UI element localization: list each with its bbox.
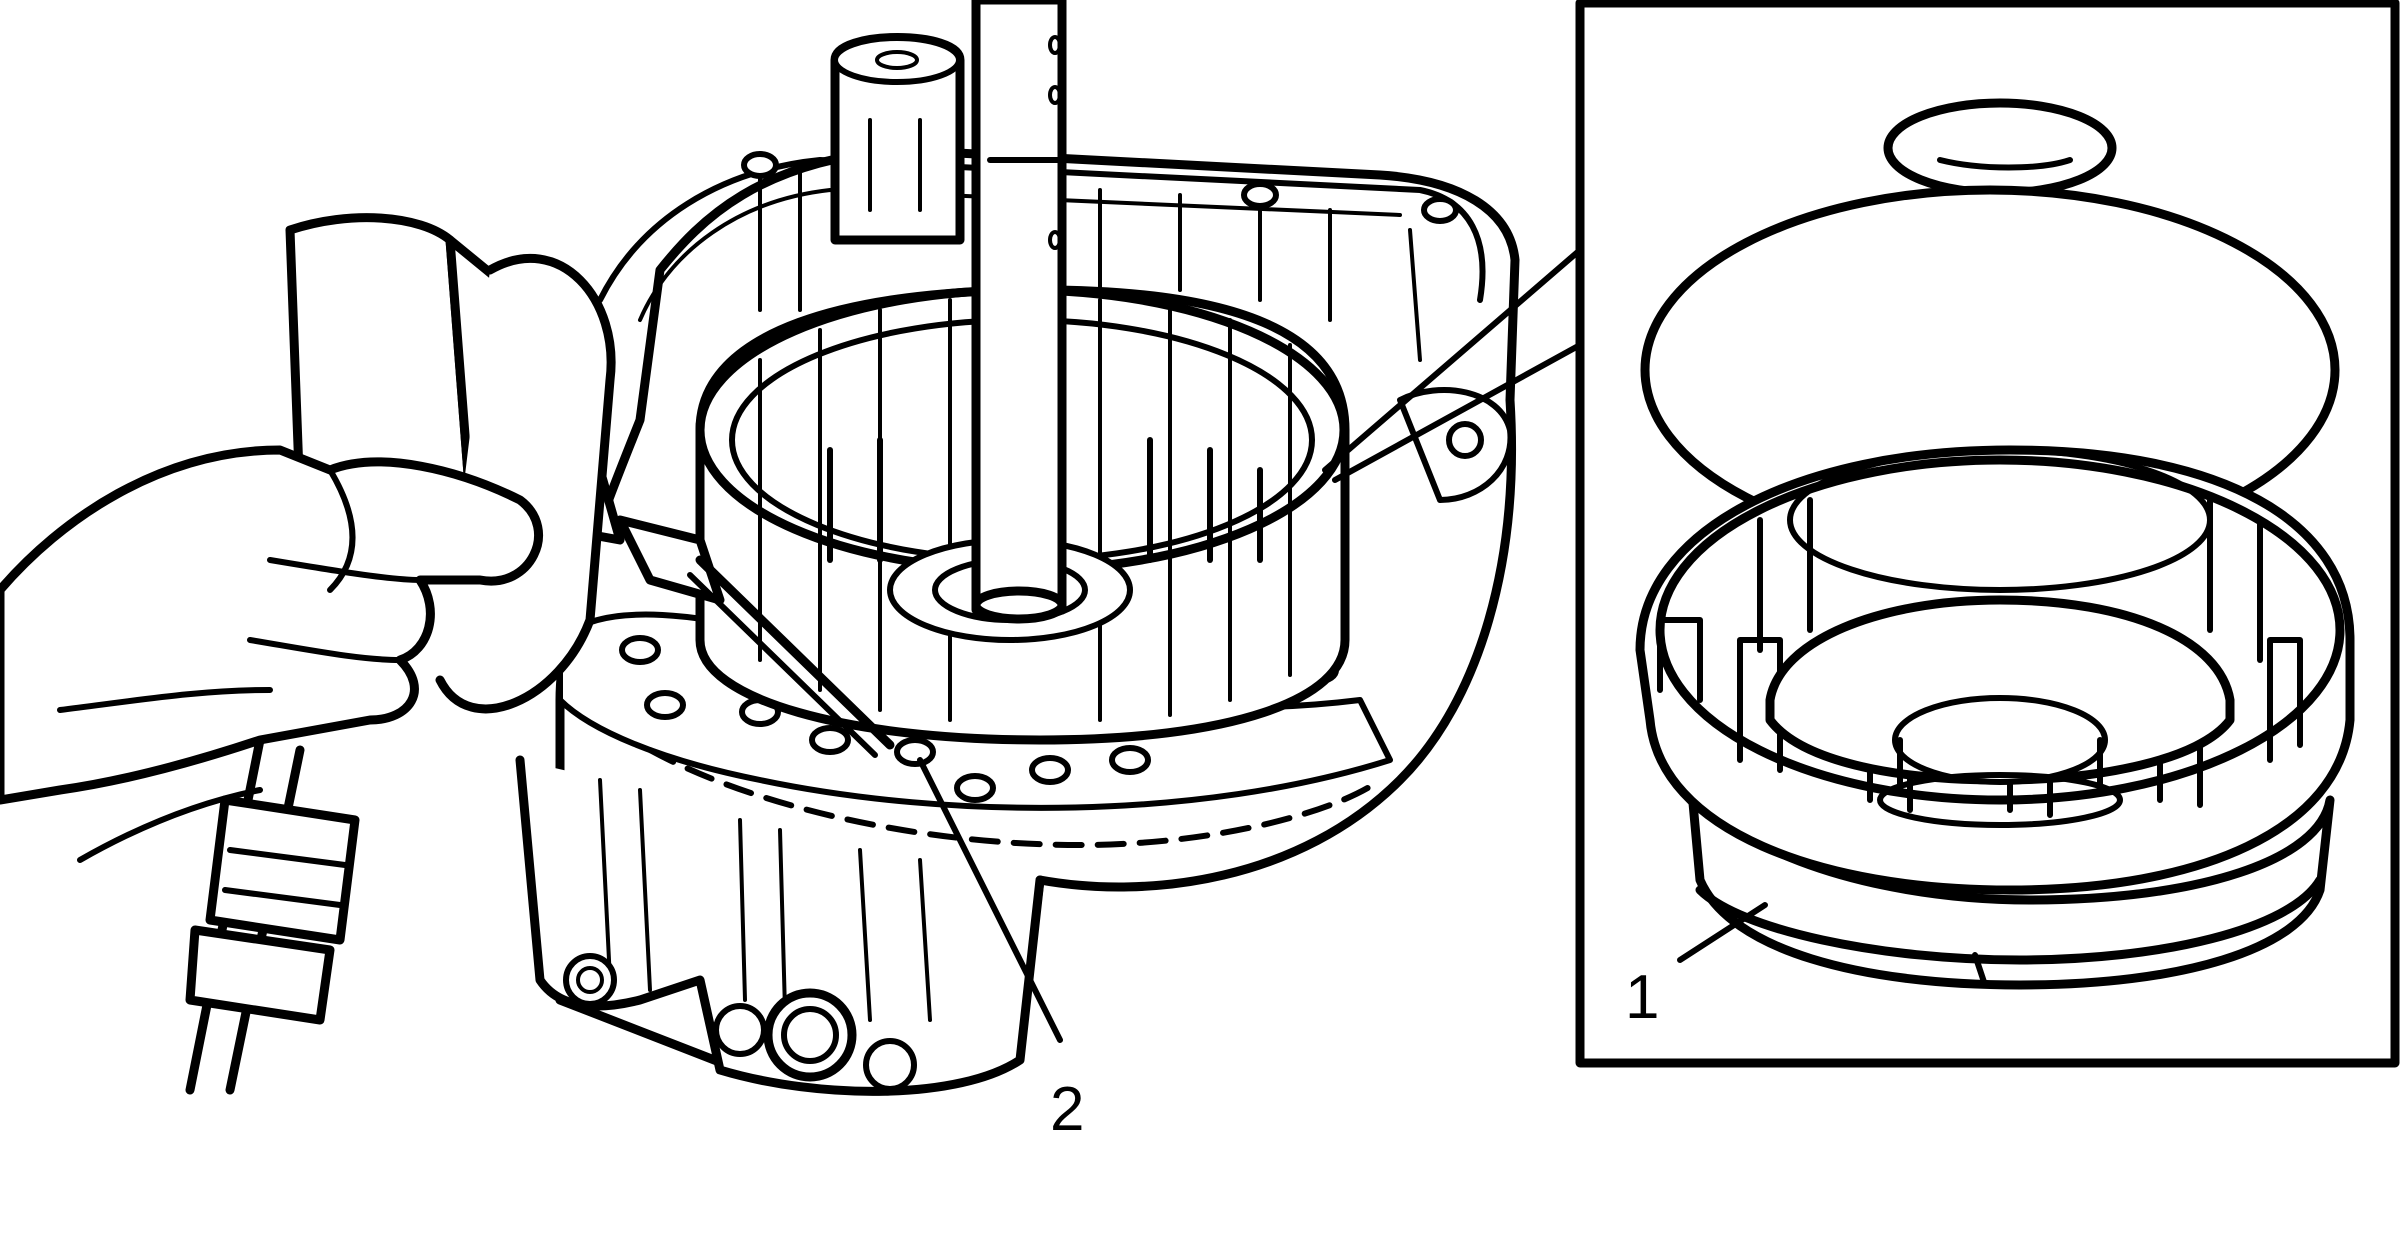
callout-1-label: 1 xyxy=(1625,963,1659,1032)
air-nozzle-tool xyxy=(185,213,895,1095)
pump-tower xyxy=(830,33,965,245)
operator-hand xyxy=(0,445,543,863)
inset-piston-housing xyxy=(1635,445,2355,990)
callout-1: 1 xyxy=(1625,902,1768,1032)
callout-2-label: 2 xyxy=(1050,1075,1084,1144)
callout-2: 2 xyxy=(917,757,1084,1144)
support-shaft xyxy=(971,0,1067,624)
flange-bolt-holes xyxy=(619,151,1459,803)
inset-seal-small xyxy=(1883,98,2117,198)
drain-bolts xyxy=(563,953,917,1092)
